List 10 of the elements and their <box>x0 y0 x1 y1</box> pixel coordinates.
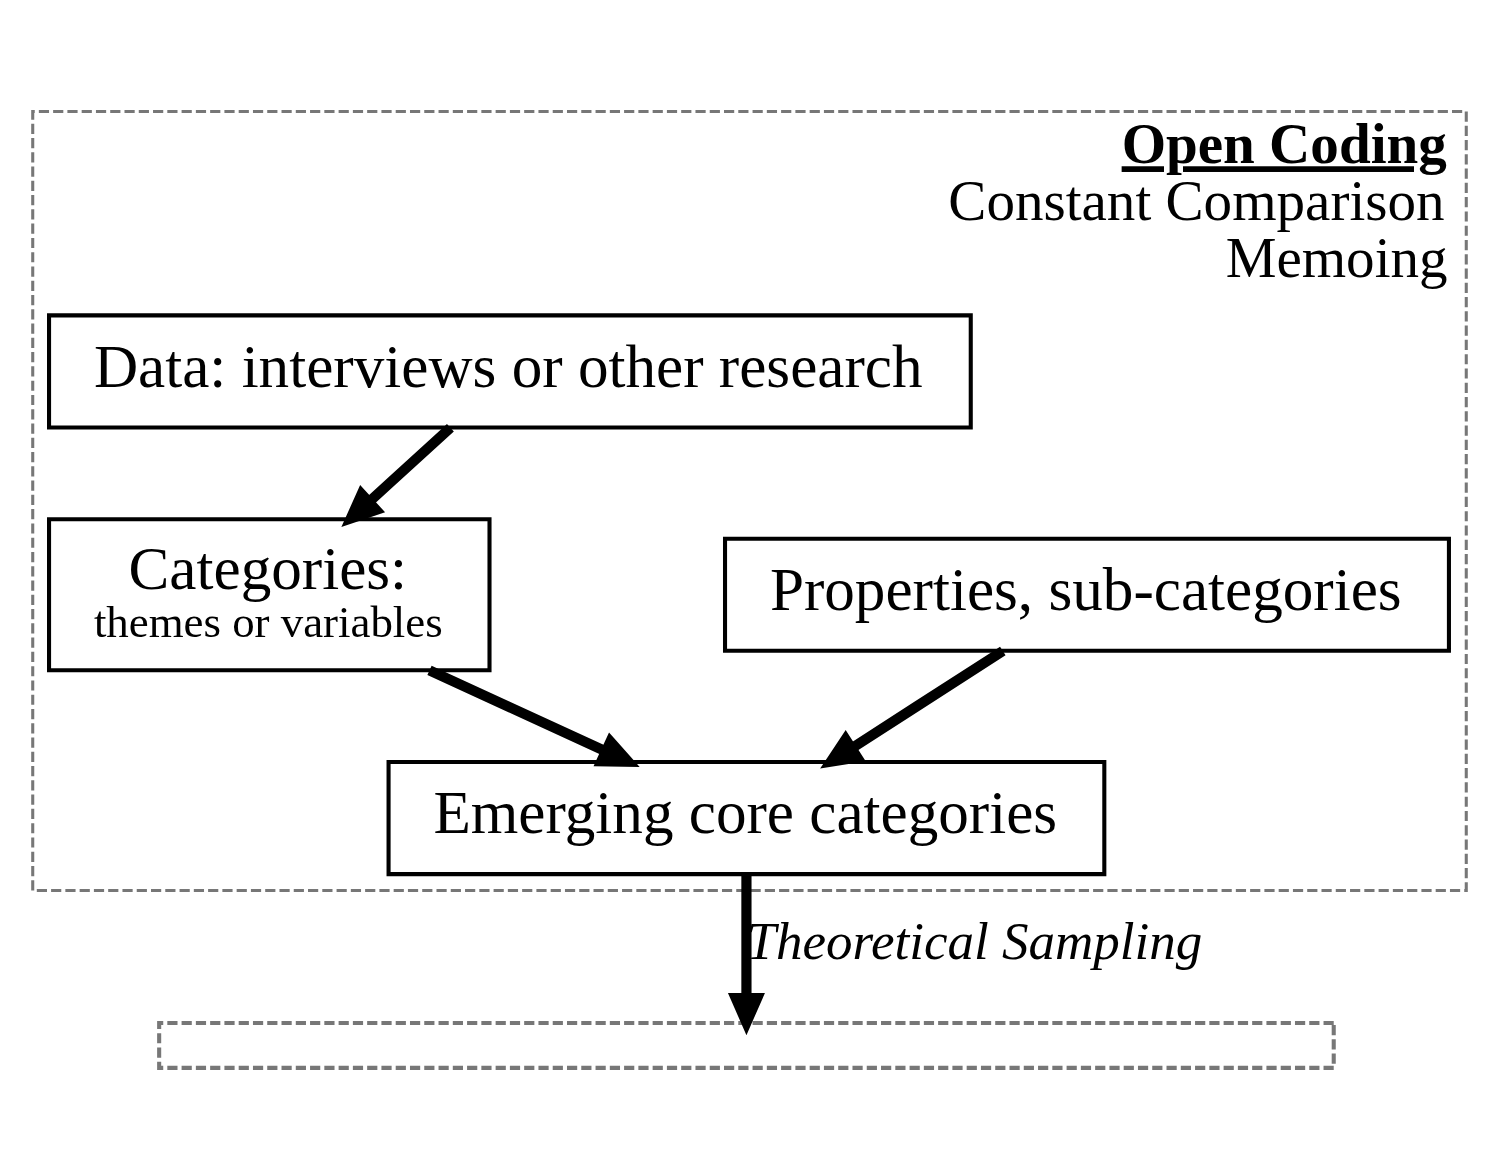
edge-label: Theoretical Sampling <box>746 912 1203 971</box>
node-box: Emerging core categories <box>386 759 1107 877</box>
node-box: Properties, sub-categories <box>723 536 1451 653</box>
node-box: Categories: themes or variables <box>47 517 492 673</box>
node-box: Data: interviews or other research <box>47 313 973 430</box>
arrow <box>427 665 640 767</box>
arrow <box>727 874 765 1036</box>
arrow <box>341 423 454 528</box>
arrow <box>820 646 1006 769</box>
node-box <box>157 1020 1336 1070</box>
